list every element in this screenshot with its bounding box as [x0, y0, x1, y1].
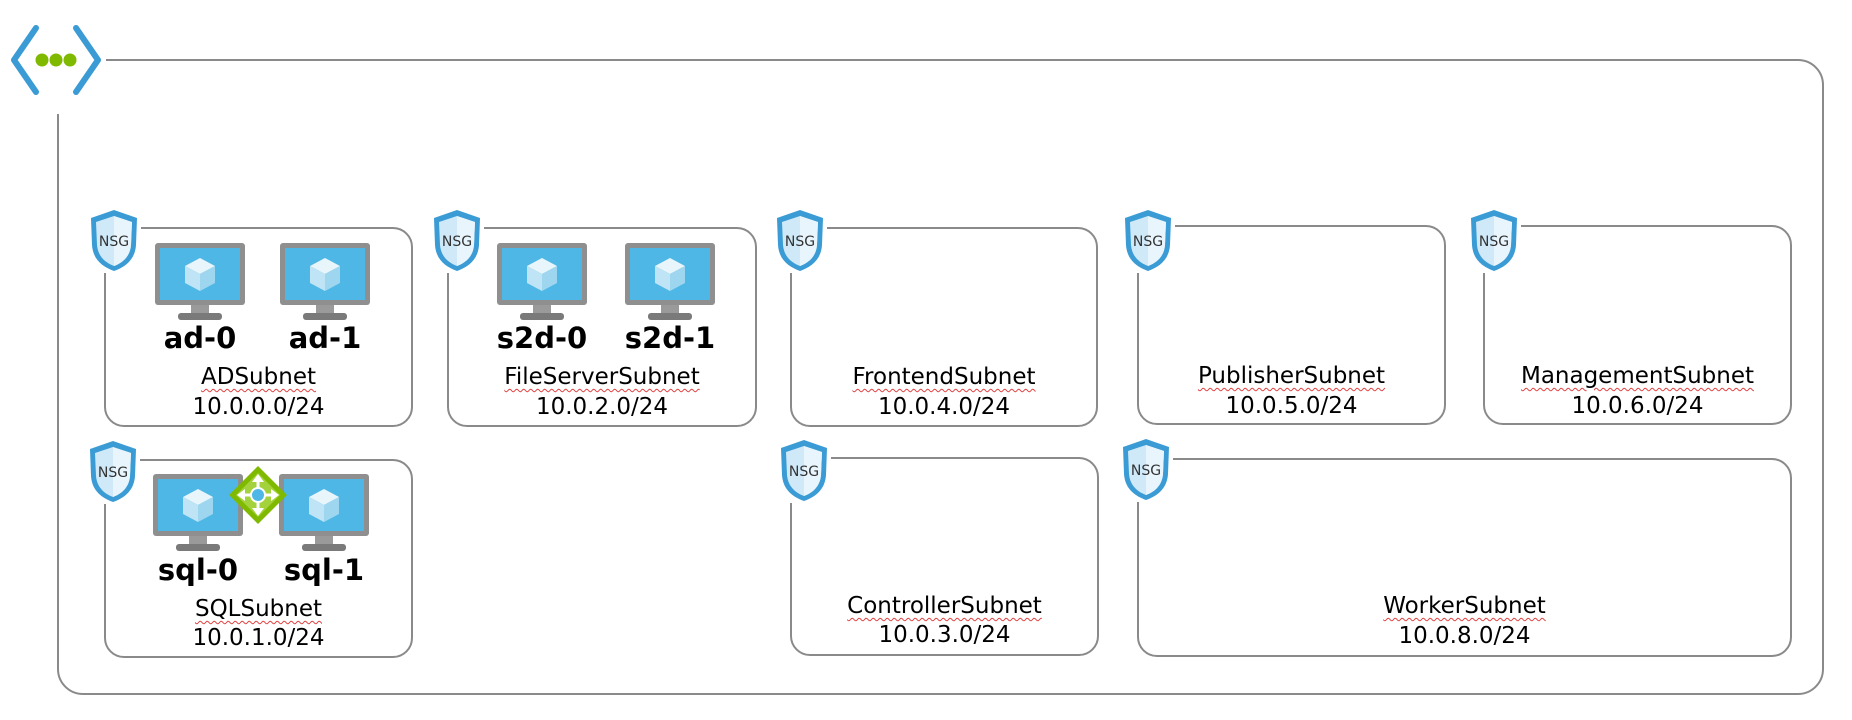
nsg-shield-icon: NSG — [1467, 207, 1521, 273]
subnet-fileserver: s2d-0 s2d-1 FileServerSubnet 10.0.2.0/24 — [447, 227, 757, 427]
vm-label: s2d-0 — [496, 321, 588, 355]
svg-text:NSG: NSG — [789, 464, 819, 480]
svg-text:NSG: NSG — [1133, 234, 1163, 250]
subnet-cidr: 10.0.4.0/24 — [877, 394, 1011, 420]
subnet-management: ManagementSubnet 10.0.6.0/24 — [1483, 225, 1792, 425]
subnet-publisher: PublisherSubnet 10.0.5.0/24 — [1137, 225, 1446, 425]
subnet-name: ManagementSubnet — [1520, 363, 1755, 389]
subnet-name: ControllerSubnet — [847, 593, 1042, 619]
subnet-name: FrontendSubnet — [852, 364, 1036, 390]
vm-icon — [496, 242, 588, 322]
vm-label: sql-1 — [283, 553, 365, 587]
subnet-name: PublisherSubnet — [1197, 363, 1386, 389]
nsg-shield-icon: NSG — [430, 207, 484, 273]
virtual-network-frame — [57, 59, 1824, 695]
subnet-sql: sql-0 sql-1 SQLSubnet 10.0.1.0/24 — [104, 459, 413, 658]
vm-icon — [279, 242, 371, 322]
nsg-shield-icon: NSG — [777, 437, 831, 503]
subnet-cidr: 10.0.1.0/24 — [192, 625, 325, 651]
svg-text:NSG: NSG — [98, 465, 128, 481]
subnet-frontend: FrontendSubnet 10.0.4.0/24 — [790, 227, 1098, 427]
subnet-name: FileServerSubnet — [504, 364, 700, 390]
subnet-cidr: 10.0.5.0/24 — [1225, 393, 1358, 419]
subnet-name: ADSubnet — [201, 364, 316, 390]
svg-text:NSG: NSG — [1479, 234, 1509, 250]
subnet-cidr: 10.0.3.0/24 — [878, 622, 1011, 648]
nsg-shield-icon: NSG — [87, 207, 141, 273]
vm-label: ad-1 — [288, 321, 362, 355]
vm-icon — [624, 242, 716, 322]
nsg-shield-icon: NSG — [1119, 436, 1173, 502]
subnet-cidr: 10.0.8.0/24 — [1398, 623, 1531, 649]
vm-icon — [278, 473, 370, 553]
virtual-network-icon — [6, 22, 106, 98]
subnet-worker: WorkerSubnet 10.0.8.0/24 — [1137, 458, 1792, 657]
subnet-cidr: 10.0.0.0/24 — [192, 394, 325, 420]
subnet-controller: ControllerSubnet 10.0.3.0/24 — [790, 457, 1099, 656]
svg-text:NSG: NSG — [99, 234, 129, 250]
vm-icon — [154, 242, 246, 322]
subnet-ad: ad-0 ad-1 ADSubnet 10.0.0.0/24 — [104, 227, 413, 427]
load-balancer-icon — [228, 465, 288, 525]
vm-label: s2d-1 — [624, 321, 716, 355]
subnet-cidr: 10.0.2.0/24 — [535, 394, 669, 420]
subnet-cidr: 10.0.6.0/24 — [1571, 393, 1704, 419]
svg-text:NSG: NSG — [1131, 463, 1161, 479]
svg-text:NSG: NSG — [442, 234, 472, 250]
nsg-shield-icon: NSG — [1121, 207, 1175, 273]
subnet-name: SQLSubnet — [194, 596, 323, 622]
subnet-name: WorkerSubnet — [1383, 593, 1546, 619]
svg-text:NSG: NSG — [785, 234, 815, 250]
nsg-shield-icon: NSG — [773, 207, 827, 273]
vm-label: sql-0 — [157, 553, 239, 587]
nsg-shield-icon: NSG — [86, 438, 140, 504]
vm-label: ad-0 — [163, 321, 237, 355]
